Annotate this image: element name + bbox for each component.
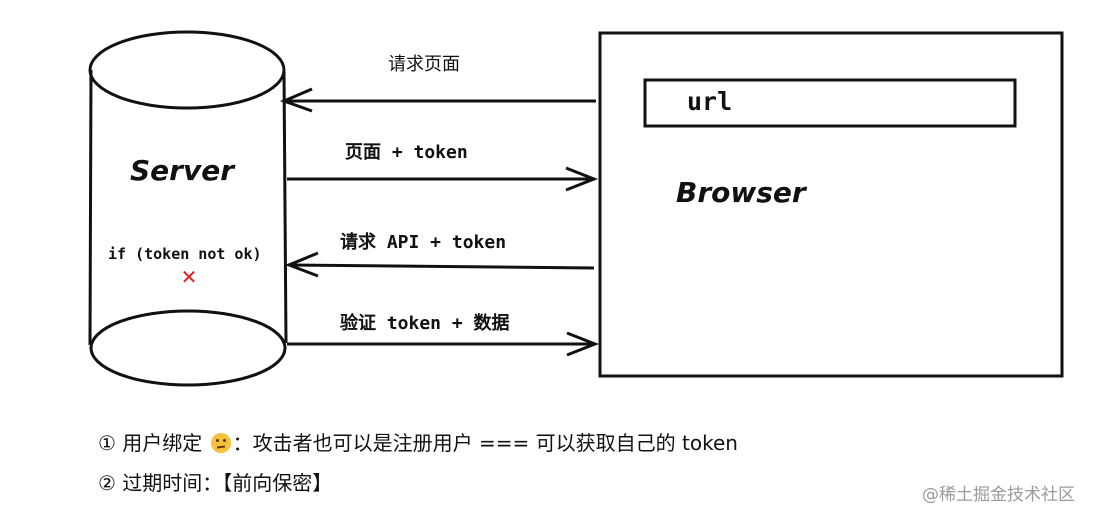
note-user-binding: ① 用户绑定 ：攻击者也可以是注册用户 === 可以获取自己的 token: [98, 427, 738, 456]
url-bar: [643, 78, 1017, 128]
watermark: @稀土掘金技术社区: [922, 485, 1075, 505]
server-condition: if (token not ok): [108, 245, 262, 263]
arrow-page-token: [287, 166, 599, 192]
note-1-marker: ①: [98, 431, 116, 455]
arrow-request-page-label: 请求页面: [388, 54, 460, 75]
server-cylinder: [88, 30, 288, 387]
arrow-request-api: [284, 251, 595, 278]
arrow-verify-data-label: 验证 token + 数据: [340, 312, 510, 334]
note-2-marker: ②: [98, 471, 116, 495]
note-expiry: ② 过期时间：【前向保密】: [98, 467, 332, 496]
server-label: Server: [130, 154, 236, 187]
note-1-text: ：攻击者也可以是注册用户 === 可以获取自己的 token: [232, 431, 738, 455]
note-2-text: 过期时间：【前向保密】: [122, 471, 333, 495]
arrow-request-page: [279, 87, 596, 113]
arrow-request-api-label: 请求 API + token: [340, 231, 506, 253]
url-text: url: [687, 87, 732, 116]
arrow-page-token-label: 页面 + token: [345, 142, 468, 163]
browser-label: Browser: [676, 176, 808, 209]
red-cross-icon: ✕: [181, 265, 198, 289]
arrow-verify-data: [287, 331, 600, 357]
note-1-title: 用户绑定: [122, 431, 203, 455]
server-cylinder-body: [88, 69, 288, 346]
browser-window: [598, 31, 1064, 378]
thinking-face-icon: [210, 433, 231, 453]
server-cylinder-bottom: [89, 309, 287, 387]
server-cylinder-top: [88, 30, 286, 110]
